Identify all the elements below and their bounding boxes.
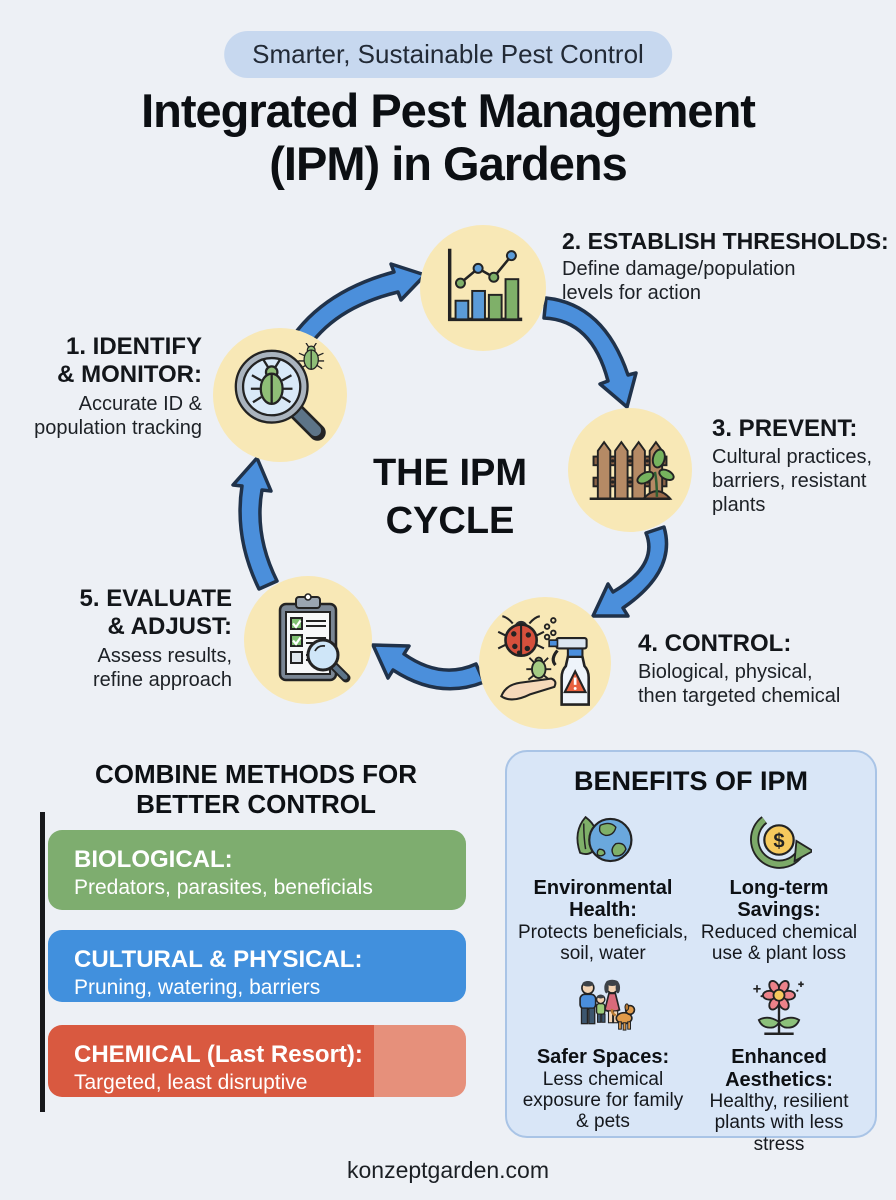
earth-leaf-icon xyxy=(576,815,633,863)
chemical-label: CHEMICAL (Last Resort): xyxy=(74,1041,363,1068)
benefits-grid: Environmental Health: Protects beneficia… xyxy=(507,797,875,1155)
cycle-step-2-bubble xyxy=(420,225,546,351)
arrow-step1-to-step2 xyxy=(279,262,427,366)
step-1-label: 1. IDENTIFY & MONITOR: xyxy=(57,333,202,389)
ipm-cycle-diagram: THE IPM CYCLE 1. IDENTIFY & MONITOR: Acc… xyxy=(0,200,896,745)
svg-text:$: $ xyxy=(773,830,784,852)
benefit-desc: Protects beneficials, soil, water xyxy=(517,921,689,965)
cycle-step-4-text: 4. CONTROL: Biological, physical, then t… xyxy=(638,630,888,708)
fence-sprout-icon xyxy=(589,440,675,501)
bar-chart-icon xyxy=(447,248,523,322)
arrow-step3-to-step4 xyxy=(591,525,669,618)
family-pets-icon xyxy=(579,980,636,1031)
arrow-step5-to-step1 xyxy=(231,456,279,591)
chemical-desc: Targeted, least disruptive xyxy=(74,1070,308,1094)
ladybug-spray-icon xyxy=(497,615,590,706)
cycle-step-3-bubble xyxy=(568,408,692,532)
flower-icon xyxy=(753,980,804,1036)
benefit-environmental-health: Environmental Health: Protects beneficia… xyxy=(517,807,689,964)
cycle-step-5-bubble xyxy=(244,576,372,704)
benefits-panel: BENEFITS OF IPM Environmental Health: Pr… xyxy=(505,750,877,1155)
benefit-label: Enhanced Aesthetics: xyxy=(725,1046,833,1091)
cycle-arrows xyxy=(231,262,669,691)
step-1-desc: Accurate ID & population tracking xyxy=(34,392,202,439)
cycle-step-1-bubble xyxy=(213,328,347,462)
page-title: Integrated Pest Management (IPM) in Gard… xyxy=(141,84,756,191)
cycle-step-3-text: 3. PREVENT: Cultural practices, barriers… xyxy=(712,415,892,517)
magnifier-bug-icon xyxy=(234,343,326,441)
step-3-desc: Cultural practices, barriers, resistant … xyxy=(712,446,873,517)
clipboard-magnifier-icon xyxy=(278,593,351,683)
benefit-label: Environmental Health: xyxy=(533,877,673,922)
benefit-desc: Less chemical exposure for family & pets xyxy=(522,1068,684,1133)
biological-label: BIOLOGICAL: xyxy=(74,846,233,873)
arrow-step2-to-step3 xyxy=(542,296,638,409)
footer-url: konzeptgarden.com xyxy=(346,1157,549,1183)
benefit-label: Safer Spaces: xyxy=(536,1046,670,1069)
methods-heading: COMBINE METHODS FOR BETTER CONTROL xyxy=(94,759,418,819)
biological-desc: Predators, parasites, beneficials xyxy=(74,875,373,899)
benefit-desc: Reduced chemical use & plant loss xyxy=(700,921,858,965)
method-bar-cultural-physical: CULTURAL & PHYSICAL: Pruning, watering, … xyxy=(48,930,466,1002)
step-2-label: 2. ESTABLISH THRESHOLDS: xyxy=(562,228,889,254)
method-bar-biological: BIOLOGICAL: Predators, parasites, benefi… xyxy=(48,830,466,910)
cultural-label: CULTURAL & PHYSICAL: xyxy=(74,946,363,973)
cycle-step-4-bubble xyxy=(479,597,611,729)
cycle-center-title: THE IPM CYCLE xyxy=(372,452,528,542)
benefit-long-term-savings: $ Long-term Savings: Reduced chemical us… xyxy=(693,807,865,964)
step-2-desc: Define damage/population levels for acti… xyxy=(562,258,796,305)
benefit-safer-spaces: Safer Spaces: Less chemical exposure for… xyxy=(517,976,689,1155)
benefit-enhanced-aesthetics: Enhanced Aesthetics: Healthy, resilient … xyxy=(693,976,865,1155)
cultural-desc: Pruning, watering, barriers xyxy=(74,975,321,999)
cycle-step-1-text: 1. IDENTIFY & MONITOR: Accurate ID & pop… xyxy=(10,333,202,440)
step-4-desc: Biological, physical, then targeted chem… xyxy=(638,661,841,708)
step-5-label: 5. EVALUATE & ADJUST: xyxy=(79,585,232,641)
arrow-step4-to-step5 xyxy=(371,643,486,691)
header-badge: Smarter, Sustainable Pest Control xyxy=(224,31,672,78)
step-4-label: 4. CONTROL: xyxy=(638,630,792,657)
cycle-step-5-text: 5. EVALUATE & ADJUST: Assess results, re… xyxy=(20,585,232,692)
benefit-label: Long-term Savings: xyxy=(729,877,829,922)
coin-cycle-icon: $ xyxy=(750,816,812,869)
benefit-desc: Healthy, resilient plants with less stre… xyxy=(709,1091,849,1155)
methods-axis-line xyxy=(40,812,45,1112)
step-3-label: 3. PREVENT: xyxy=(712,415,858,442)
benefits-heading: BENEFITS OF IPM xyxy=(573,766,808,796)
step-5-desc: Assess results, refine approach xyxy=(93,644,232,691)
cycle-step-2-text: 2. ESTABLISH THRESHOLDS: Define damage/p… xyxy=(562,228,892,305)
method-bar-chemical: CHEMICAL (Last Resort): Targeted, least … xyxy=(48,1025,466,1097)
